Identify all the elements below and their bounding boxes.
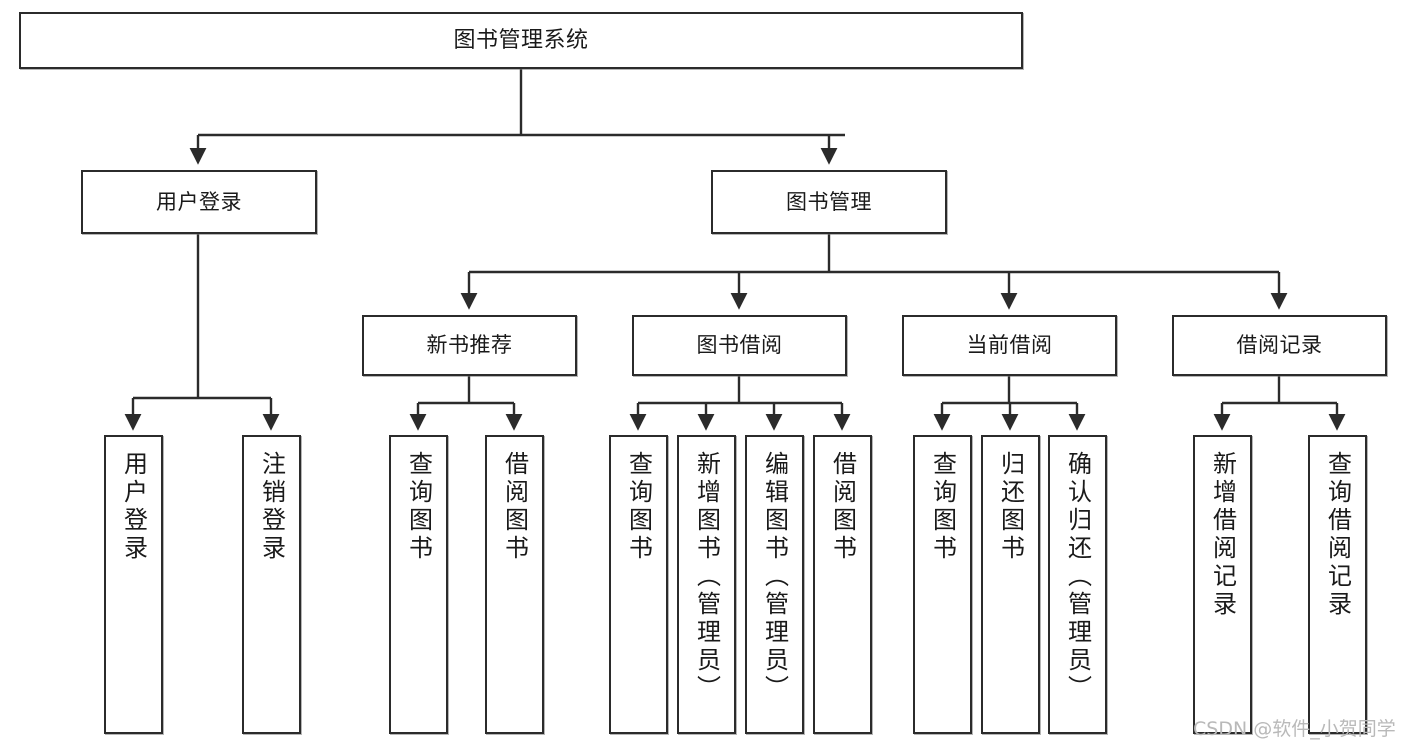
node-current-borrow[interactable]: 当前借阅 [902, 315, 1117, 376]
node-leaf-query-book-borrow[interactable]: 查询图书 [609, 435, 668, 734]
node-leaf-query-book-new[interactable]: 查询图书 [389, 435, 448, 734]
node-label: 借阅图书 [828, 451, 857, 563]
node-borrow-record[interactable]: 借阅记录 [1172, 315, 1387, 376]
node-label: 图书管理系统 [453, 27, 589, 53]
node-book-borrow[interactable]: 图书借阅 [632, 315, 847, 376]
node-label: 编辑图书（管理员） [760, 451, 789, 703]
node-label: 借阅记录 [1236, 333, 1323, 358]
node-label: 新增借阅记录 [1208, 451, 1237, 619]
node-leaf-query-borrow-record[interactable]: 查询借阅记录 [1308, 435, 1367, 734]
node-leaf-query-book-current[interactable]: 查询图书 [913, 435, 972, 734]
node-label: 确认归还（管理员） [1063, 451, 1092, 703]
node-label: 借阅图书 [500, 451, 529, 563]
node-book-manage[interactable]: 图书管理 [711, 170, 947, 234]
node-label: 图书借阅 [696, 333, 783, 358]
node-label: 新增图书（管理员） [692, 451, 721, 703]
csdn-watermark: CSDN @软件_小贺同学 [1193, 718, 1396, 740]
node-leaf-edit-book-admin[interactable]: 编辑图书（管理员） [745, 435, 804, 734]
node-leaf-borrow-book-new[interactable]: 借阅图书 [485, 435, 544, 734]
node-leaf-user-login[interactable]: 用户登录 [104, 435, 163, 734]
node-leaf-borrow-book[interactable]: 借阅图书 [813, 435, 872, 734]
node-label: 查询图书 [928, 451, 957, 563]
node-label: 查询图书 [624, 451, 653, 563]
node-label: 归还图书 [996, 451, 1025, 563]
node-root-system[interactable]: 图书管理系统 [19, 12, 1023, 69]
node-label: 图书管理 [786, 189, 872, 214]
node-label: 用户登录 [156, 189, 242, 214]
node-leaf-logout-login[interactable]: 注销登录 [242, 435, 301, 734]
node-user-login[interactable]: 用户登录 [81, 170, 317, 234]
node-leaf-add-book-admin[interactable]: 新增图书（管理员） [677, 435, 736, 734]
node-label: 当前借阅 [966, 333, 1053, 358]
node-new-book-recommend[interactable]: 新书推荐 [362, 315, 577, 376]
node-label: 新书推荐 [426, 333, 513, 358]
node-label: 注销登录 [257, 451, 286, 563]
node-label: 用户登录 [119, 451, 148, 563]
node-label: 查询借阅记录 [1323, 451, 1352, 619]
node-label: 查询图书 [404, 451, 433, 563]
node-leaf-return-book[interactable]: 归还图书 [981, 435, 1040, 734]
node-leaf-add-borrow-record[interactable]: 新增借阅记录 [1193, 435, 1252, 734]
node-leaf-confirm-return-admin[interactable]: 确认归还（管理员） [1048, 435, 1107, 734]
